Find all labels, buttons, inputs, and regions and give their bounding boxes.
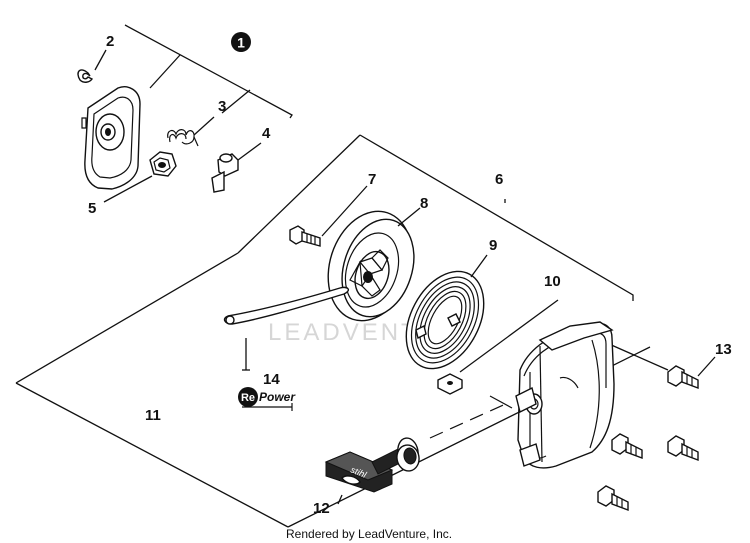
callout-3: 3: [218, 98, 226, 115]
callout-7: 7: [368, 171, 376, 188]
alignment-tick: [489, 395, 513, 409]
part-5-nut[interactable]: [149, 151, 177, 177]
callout-8: 8: [420, 195, 428, 212]
part-12-starter-grip[interactable]: stihl: [324, 436, 421, 493]
part-3-pawl-spring[interactable]: [167, 129, 199, 147]
part-13-screw-a[interactable]: [667, 365, 699, 390]
part-7-bolt[interactable]: [289, 225, 321, 247]
callout-2: 2: [106, 33, 114, 50]
callout-5: 5: [88, 200, 96, 217]
repower-re: Re: [241, 392, 255, 404]
part-13-screw-c[interactable]: [667, 435, 699, 462]
callout-4: 4: [262, 125, 271, 142]
callout-1-badge[interactable]: 1: [231, 32, 251, 52]
callout-11: 11: [145, 407, 161, 424]
part-9-rewind-spring[interactable]: [391, 258, 500, 382]
part-13-screw-b[interactable]: [611, 433, 643, 460]
callout-6: 6: [495, 171, 503, 188]
callout-13: 13: [715, 341, 732, 358]
part-4-pawl[interactable]: [211, 153, 239, 193]
part-8-rope-pulley[interactable]: [315, 200, 426, 331]
ratchet-cover[interactable]: [81, 86, 141, 190]
repower-power: Power: [259, 390, 296, 404]
part-14-starter-rope[interactable]: [223, 286, 350, 325]
part-2-e-clip[interactable]: [77, 69, 94, 83]
callout-14: 14: [263, 371, 280, 388]
starter-housing[interactable]: [515, 321, 615, 469]
callout-1-label: 1: [237, 35, 245, 51]
part-13-screw-d[interactable]: [597, 485, 629, 512]
callout-9: 9: [489, 237, 497, 254]
repower-badge[interactable]: Re Power: [238, 387, 296, 411]
footer-credit: Rendered by LeadVenture, Inc.: [286, 527, 452, 541]
callout-10: 10: [544, 273, 561, 290]
alignment-dash-line: [429, 401, 511, 439]
callout-12: 12: [313, 500, 330, 517]
part-10-spring-holder[interactable]: [437, 373, 463, 395]
